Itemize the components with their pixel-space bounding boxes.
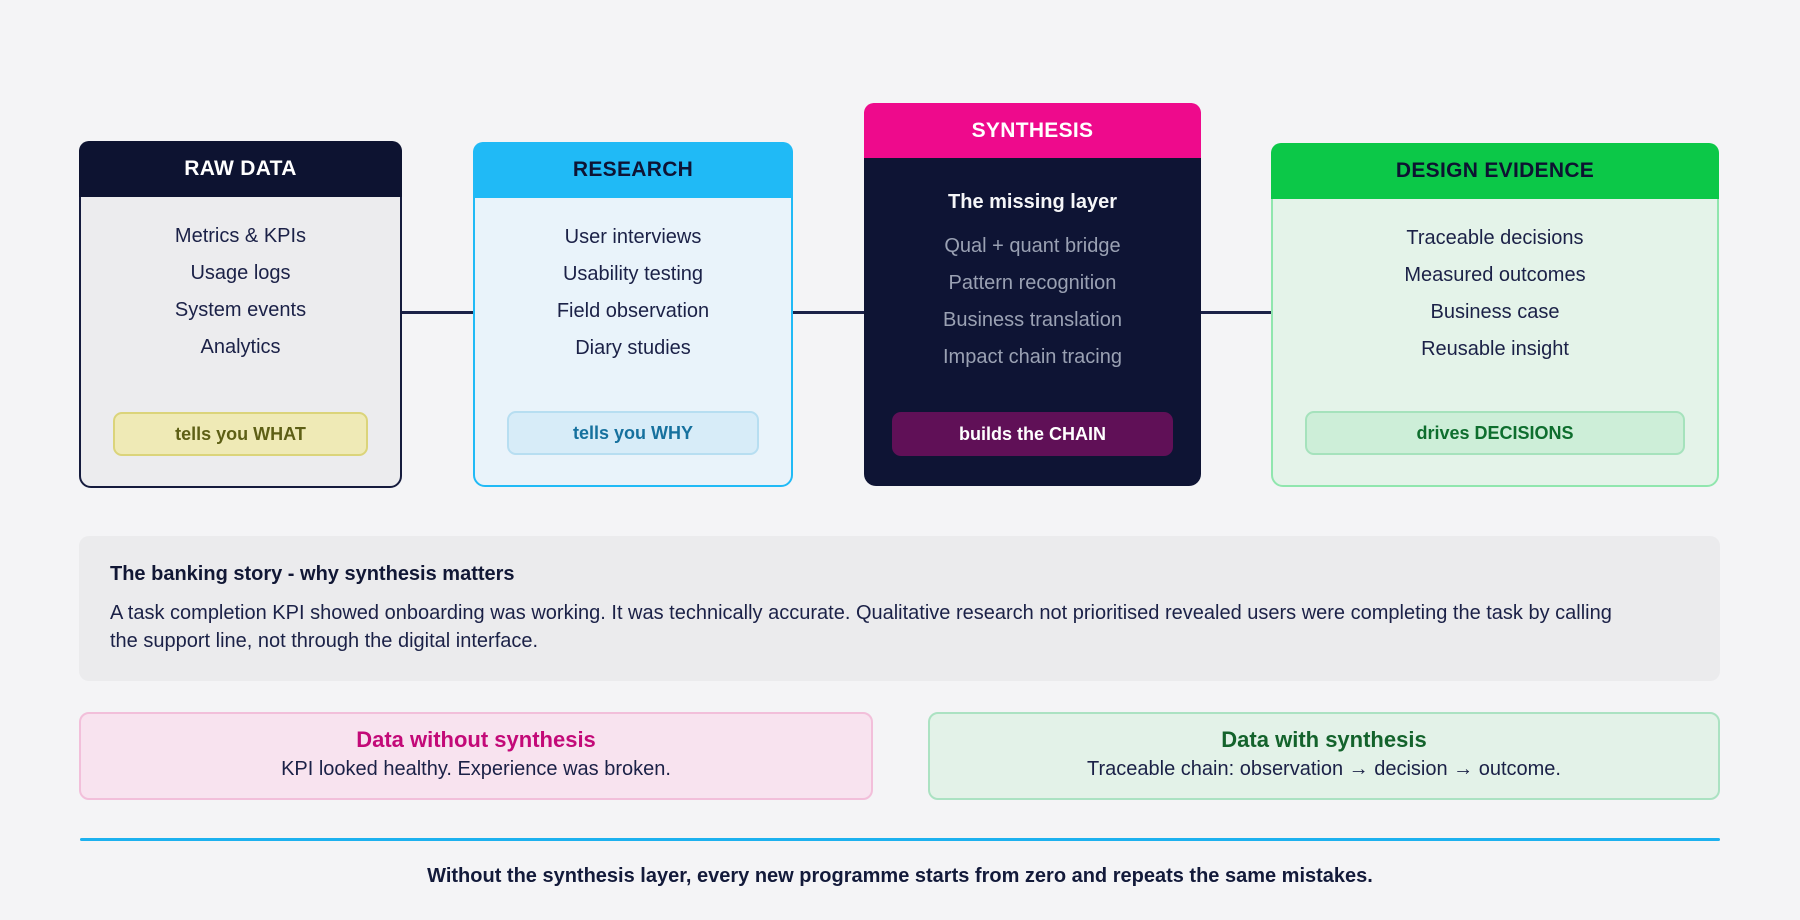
- card-raw-data-items: Metrics & KPIs Usage logs System events …: [81, 197, 400, 366]
- research-badge: tells you WHY: [507, 411, 759, 455]
- story-body: A task completion KPI showed onboarding …: [110, 602, 1612, 652]
- card-raw-data-header: RAW DATA: [79, 141, 402, 197]
- card-design-evidence: DESIGN EVIDENCE Traceable decisions Meas…: [1271, 143, 1719, 487]
- footer-divider: [80, 838, 1720, 841]
- card-title: SYNTHESIS: [971, 118, 1094, 142]
- card-raw-data: RAW DATA Metrics & KPIs Usage logs Syste…: [79, 141, 402, 488]
- card-item: Usability testing: [562, 263, 704, 285]
- card-item: Pattern recognition: [948, 272, 1117, 294]
- design-evidence-badge: drives DECISIONS: [1305, 411, 1685, 455]
- card-item: Metrics & KPIs: [174, 225, 307, 247]
- data-without-synthesis-panel: Data without synthesis KPI looked health…: [79, 712, 873, 800]
- card-item: Qual + quant bridge: [944, 235, 1121, 257]
- card-research-items: User interviews Usability testing Field …: [475, 198, 791, 367]
- card-item: Field observation: [556, 300, 710, 322]
- card-research: RESEARCH User interviews Usability testi…: [473, 142, 793, 487]
- card-item: Impact chain tracing: [943, 346, 1122, 368]
- card-item: Traceable decisions: [1406, 227, 1584, 249]
- synthesis-badge: builds the CHAIN: [892, 412, 1173, 456]
- card-item: Analytics: [200, 336, 281, 358]
- card-title: RESEARCH: [572, 158, 694, 181]
- with-synthesis-subtitle: Traceable chain: observation → decision …: [1087, 758, 1561, 780]
- card-item: Measured outcomes: [1404, 264, 1586, 286]
- connector-line-3: [1199, 311, 1273, 314]
- card-item: System events: [174, 299, 307, 321]
- card-title: RAW DATA: [184, 157, 297, 180]
- card-design-evidence-header: DESIGN EVIDENCE: [1271, 143, 1719, 199]
- without-synthesis-title: Data without synthesis: [356, 727, 596, 752]
- card-item: Diary studies: [575, 337, 691, 359]
- without-synthesis-subtitle: KPI looked healthy. Experience was broke…: [281, 758, 671, 780]
- card-item: Usage logs: [190, 262, 291, 284]
- story-title: The banking story - why synthesis matter…: [110, 563, 515, 585]
- card-item: Business translation: [943, 309, 1122, 331]
- raw-data-badge: tells you WHAT: [113, 412, 368, 456]
- card-item: Business case: [1430, 301, 1560, 323]
- card-design-evidence-items: Traceable decisions Measured outcomes Bu…: [1273, 199, 1717, 368]
- card-item: User interviews: [564, 226, 702, 248]
- story-panel: The banking story - why synthesis matter…: [79, 536, 1720, 681]
- with-synthesis-title: Data with synthesis: [1221, 727, 1427, 752]
- footer-text: Without the synthesis layer, every new p…: [427, 865, 1373, 887]
- card-synthesis-header: SYNTHESIS: [864, 103, 1201, 158]
- data-with-synthesis-panel: Data with synthesis Traceable chain: obs…: [928, 712, 1720, 800]
- connector-line-1: [400, 311, 475, 314]
- connector-line-2: [791, 311, 866, 314]
- card-item: Reusable insight: [1421, 338, 1569, 360]
- card-research-header: RESEARCH: [473, 142, 793, 198]
- card-synthesis: SYNTHESIS The missing layer Qual + quant…: [864, 103, 1201, 486]
- card-synthesis-subtitle: The missing layer: [948, 191, 1117, 213]
- card-synthesis-items: Qual + quant bridge Pattern recognition …: [864, 221, 1201, 376]
- card-title: DESIGN EVIDENCE: [1395, 159, 1595, 182]
